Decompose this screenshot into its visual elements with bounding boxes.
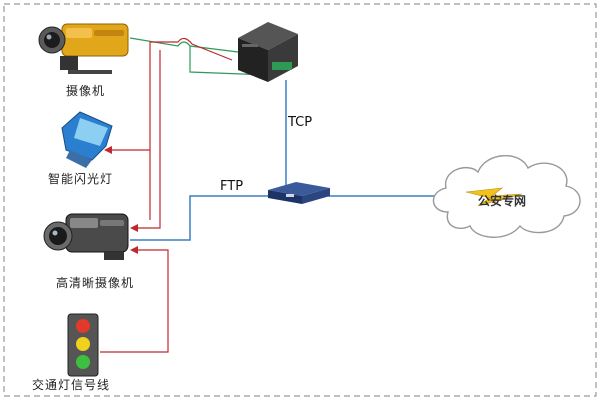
ftp-label: FTP [220,179,244,194]
arrow-to-flash [104,146,112,154]
tcp-label: TCP [288,115,313,130]
signal-bus-line [149,37,233,220]
traffic-light-icon [67,313,99,377]
signal-to-hd-camera-line [132,50,161,229]
ftp-link-line [130,195,270,241]
camera-icon [38,23,129,74]
network-switch-icon [268,182,330,204]
hd-camera-label: 高清晰摄像机 [56,276,135,290]
arrow-to-hd-camera-2 [130,246,138,254]
traffic-light-signal-line [100,249,169,353]
traffic-light-label: 交通灯信号线 [32,378,111,392]
flash-light-icon [61,111,113,168]
dvr-feed-cable [189,46,269,76]
camera-to-dvr-cable [129,37,239,53]
flash-light-label: 智能闪光灯 [48,172,114,186]
police-network-label: 公安专网 [478,194,527,208]
traffic-light-green [76,355,90,369]
dvr-box-icon [238,22,298,82]
camera-label: 摄像机 [66,84,106,98]
traffic-light-red [76,319,90,333]
traffic-light-yellow [76,337,90,351]
arrow-to-hd-camera-1 [130,224,138,232]
lightning-bolt-icon [465,187,523,207]
police-network-cloud-icon [432,154,581,238]
hd-camera-icon [43,213,129,260]
outer-frame [3,3,597,397]
